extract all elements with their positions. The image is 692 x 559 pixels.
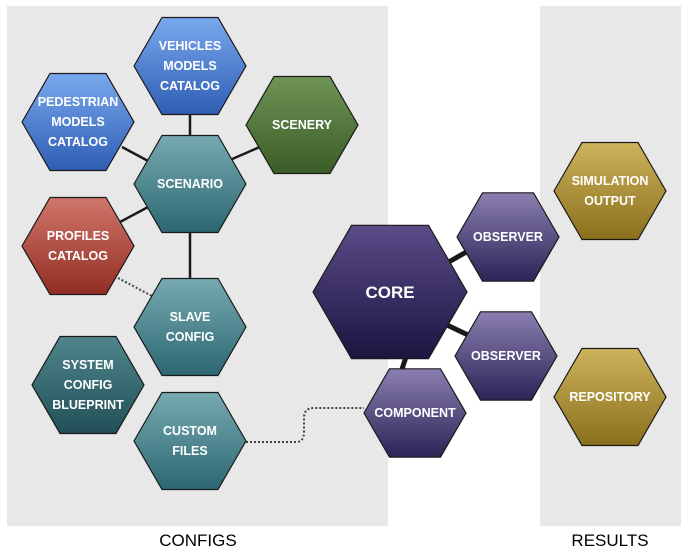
node-component: COMPONENT — [363, 368, 467, 458]
node-scenery: SCENERY — [245, 75, 359, 175]
results-panel — [540, 6, 681, 526]
label-profiles-0: PROFILES — [47, 229, 110, 243]
hexagon-profiles — [21, 196, 135, 296]
node-core: CORE — [312, 224, 468, 360]
label-custom-0: CUSTOM — [163, 424, 217, 438]
label-system-2: BLUEPRINT — [52, 398, 124, 412]
hexagon-component — [363, 368, 467, 458]
edge-scenery-scenario — [229, 144, 263, 162]
node-repository: REPOSITORY — [553, 347, 667, 447]
hexagon-core — [312, 224, 468, 360]
label-observer1-0: OBSERVER — [473, 230, 543, 244]
label-vehicles-2: CATALOG — [160, 79, 220, 93]
node-vehicles: VEHICLES MODELS CATALOG — [133, 16, 247, 116]
edge-custom-component — [246, 407, 364, 443]
label-pedestrian-1: MODELS — [51, 115, 104, 129]
node-system: SYSTEM CONFIG BLUEPRINT — [31, 335, 145, 435]
label-repository-0: REPOSITORY — [569, 390, 651, 404]
hexagon-observer1 — [456, 192, 560, 282]
hexagon-simulation — [553, 141, 667, 241]
label-slave-0: SLAVE — [170, 310, 211, 324]
hexagon-scenery — [245, 75, 359, 175]
edge-profiles-slave — [117, 277, 153, 297]
node-pedestrian: PEDESTRIAN MODELS CATALOG — [21, 72, 135, 172]
label-simulation-1: OUTPUT — [584, 194, 636, 208]
label-component-0: COMPONENT — [374, 406, 456, 420]
label-profiles-1: CATALOG — [48, 249, 108, 263]
label-scenario-0: SCENARIO — [157, 177, 223, 191]
label-system-1: CONFIG — [64, 378, 113, 392]
hexagon-scenario — [133, 134, 247, 234]
hexagon-observer2 — [454, 311, 558, 401]
edge-profiles-scenario — [119, 204, 151, 224]
label-simulation-0: SIMULATION — [572, 174, 649, 188]
node-scenario: SCENARIO — [133, 134, 247, 234]
node-simulation: SIMULATION OUTPUT — [553, 141, 667, 241]
label-vehicles-1: MODELS — [163, 59, 216, 73]
label-system-0: SYSTEM — [62, 358, 113, 372]
label-pedestrian-2: CATALOG — [48, 135, 108, 149]
edge-pedestrian-scenario — [121, 145, 151, 164]
label-scenery-0: SCENERY — [272, 118, 333, 132]
label-slave-1: CONFIG — [166, 330, 215, 344]
node-custom: CUSTOM FILES — [133, 391, 247, 491]
hexagon-pedestrian — [21, 72, 135, 172]
hexagon-custom — [133, 391, 247, 491]
label-observer2-0: OBSERVER — [471, 349, 541, 363]
hexagon-slave — [133, 277, 247, 377]
hexagon-repository — [553, 347, 667, 447]
hexagon-system — [31, 335, 145, 435]
label-pedestrian-0: PEDESTRIAN — [38, 95, 119, 109]
node-observer2: OBSERVER — [454, 311, 558, 401]
dotted-connectors — [117, 277, 364, 443]
label-custom-1: FILES — [172, 444, 207, 458]
node-observer1: OBSERVER — [456, 192, 560, 282]
results-label: RESULTS — [571, 531, 648, 550]
edge-core-observer1 — [445, 248, 470, 266]
node-slave: SLAVE CONFIG — [133, 277, 247, 377]
hexagon-vehicles — [133, 16, 247, 116]
node-profiles: PROFILES CATALOG — [21, 196, 135, 296]
label-core-0: CORE — [365, 283, 414, 302]
configs-label: CONFIGS — [159, 531, 236, 550]
label-vehicles-0: VEHICLES — [159, 39, 222, 53]
edge-core-observer2 — [445, 322, 470, 338]
